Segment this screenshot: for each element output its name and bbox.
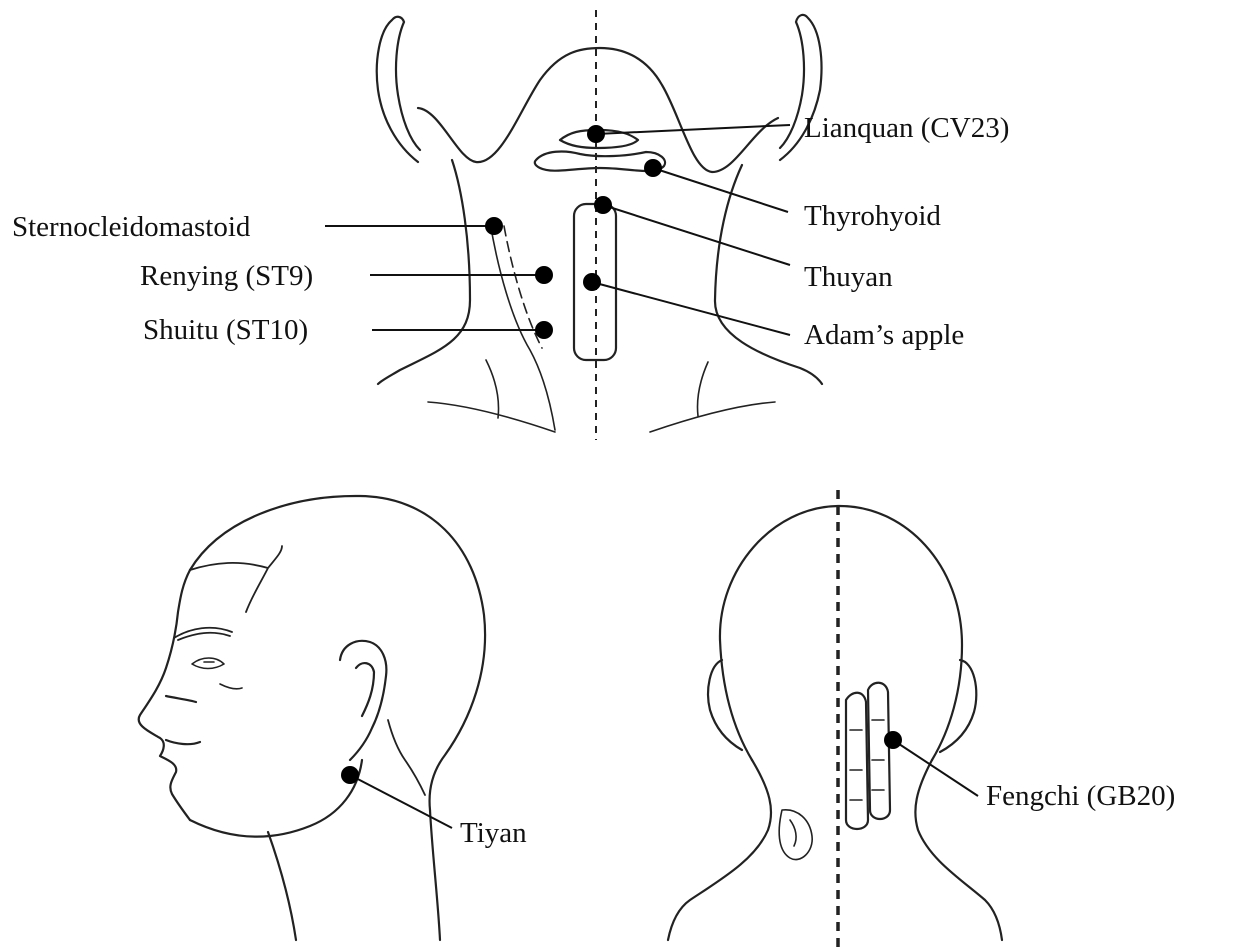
side-neck-front [268,832,296,940]
back-neck-left [668,760,771,940]
side-face-profile [139,570,190,820]
side-jaw [190,760,362,837]
label-tiyan: Tiyan [460,817,527,849]
label-sternocleidomastoid: Sternocleidomastoid [12,211,251,243]
back-annotations: Fengchi (GB20) [884,731,1175,812]
front-annotations: Lianquan (CV23) Thyrohyoid Sternocleidom… [12,112,1009,351]
left-ear [377,17,420,162]
point-thyrohyoid [644,159,662,177]
side-eyebrow [174,628,232,640]
point-shuitu [535,321,553,339]
left-clavicle [428,360,555,432]
point-tiyan [341,766,359,784]
leader-thyrohyoid [653,168,788,212]
back-hand [779,810,812,860]
label-shuitu: Shuitu (ST10) [143,314,308,346]
side-neck-back [430,810,440,940]
side-head-outline [190,496,485,810]
label-thyrohyoid: Thyrohyoid [804,200,941,232]
back-finger-index [846,693,868,829]
leader-thuyan [603,205,790,265]
side-eye-lash [220,684,242,689]
label-renying: Renying (ST9) [140,260,313,292]
label-fengchi: Fengchi (GB20) [986,780,1175,812]
leader-tiyan [350,775,452,828]
leader-adams-apple [592,282,790,335]
point-renying [535,266,553,284]
side-eye [192,658,224,669]
point-adams-apple [583,273,601,291]
back-finger-middle [868,683,890,819]
label-adams-apple: Adam’s apple [804,319,964,351]
label-thuyan: Thuyan [804,261,893,293]
back-head-view [668,490,1002,951]
side-hairline [190,546,282,612]
side-mouth [166,696,200,744]
leader-fengchi [893,740,978,796]
back-head-left-side [720,640,752,760]
back-head-outline [720,506,962,760]
side-head-view [139,496,485,940]
point-sternocleidomastoid [485,217,503,235]
neck-left-outline [378,160,470,384]
back-right-ear [940,660,976,752]
point-thuyan [594,196,612,214]
point-fengchi [884,731,902,749]
label-lianquan: Lianquan (CV23) [804,112,1009,144]
side-back-hairline [388,720,425,795]
jaw-contour [418,48,778,172]
side-ear [340,641,386,760]
right-clavicle [650,362,775,432]
back-left-ear [708,660,742,750]
side-annotations: Tiyan [341,766,527,849]
point-lianquan [587,125,605,143]
